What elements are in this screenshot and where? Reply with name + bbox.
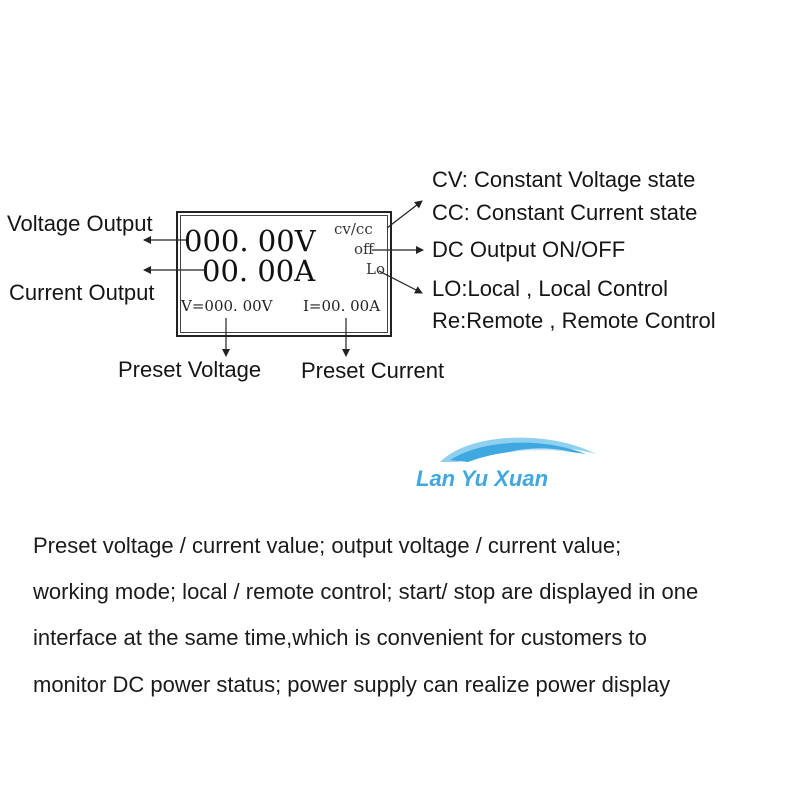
lcd-panel-frame xyxy=(176,211,392,337)
cc-label: CC: Constant Current state xyxy=(432,200,698,225)
control-arrow xyxy=(378,270,423,294)
dc-output-label: DC Output ON/OFF xyxy=(432,237,626,262)
lcd-panel-inner xyxy=(180,215,388,333)
cv-cc-arrow xyxy=(386,200,423,229)
preset-current-label: Preset Current xyxy=(301,358,445,383)
description-line-1: Preset voltage / current value; output v… xyxy=(33,533,622,558)
brand-logo: Lan Yu Xuan xyxy=(416,437,596,491)
re-label: Re:Remote , Remote Control xyxy=(432,308,716,333)
voltage-output-label: Voltage Output xyxy=(7,211,153,236)
control-indicator: Lo xyxy=(366,260,385,278)
current-output-readout: 00. 00A xyxy=(202,254,316,288)
preset-voltage-label: Preset Voltage xyxy=(118,357,262,382)
lo-label: LO:Local , Local Control xyxy=(432,276,669,301)
mode-indicator: cv/cc xyxy=(334,220,373,238)
cv-label: CV: Constant Voltage state xyxy=(432,167,696,192)
output-state-indicator: off xyxy=(354,240,374,258)
current-output-label: Current Output xyxy=(9,280,155,305)
voltage-output-readout: 000. 00V xyxy=(184,224,316,258)
logo-text: Lan Yu Xuan xyxy=(416,466,548,491)
description-line-2: working mode; local / remote control; st… xyxy=(33,579,699,604)
preset-voltage-readout: V=000. 00V xyxy=(181,297,273,315)
description-line-3: interface at the same time,which is conv… xyxy=(33,625,647,650)
description-line-4: monitor DC power status; power supply ca… xyxy=(33,672,671,697)
preset-current-readout: I=00. 00A xyxy=(303,297,381,315)
